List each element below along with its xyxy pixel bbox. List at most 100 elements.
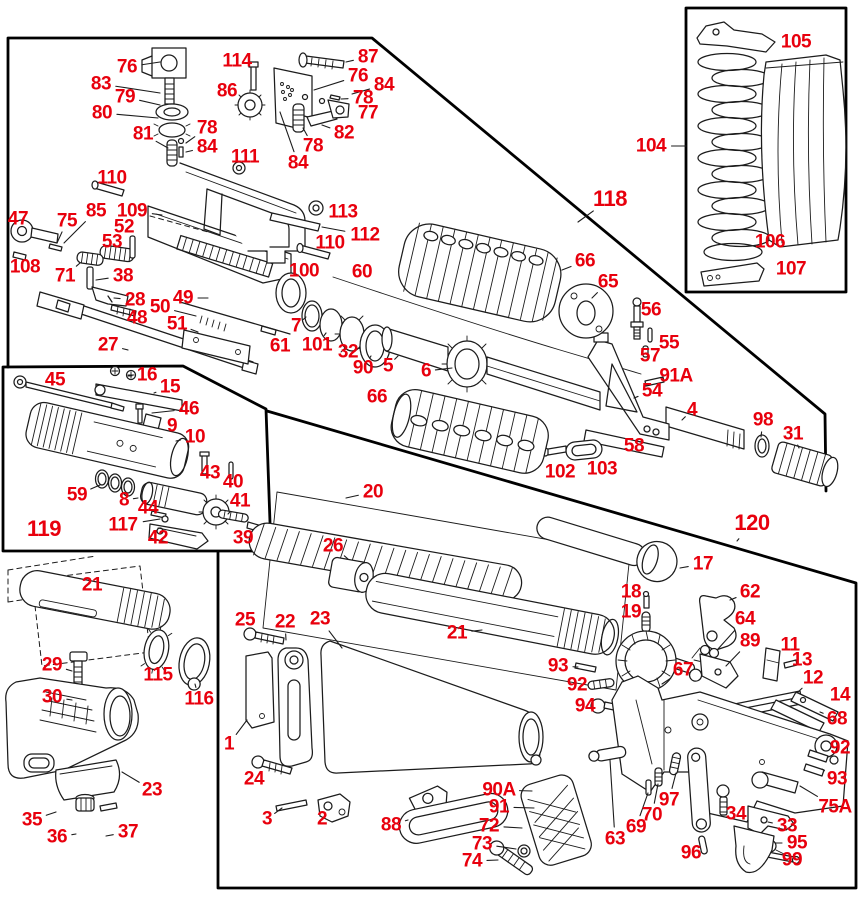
leader-17-97 xyxy=(679,566,689,569)
leader-84-34 xyxy=(279,111,295,153)
leader-82-32 xyxy=(321,124,331,129)
leader-112-36 xyxy=(321,226,346,232)
handguard-cap xyxy=(558,283,614,339)
leader-54-52 xyxy=(633,395,639,399)
handguard-upper xyxy=(398,222,562,323)
butt-plate xyxy=(55,759,121,801)
leader-5-44 xyxy=(394,355,399,360)
sling-loop xyxy=(398,785,509,844)
swivel-bracket xyxy=(317,793,351,823)
leader-78-33 xyxy=(302,127,308,137)
leader-36-88 xyxy=(71,833,77,836)
leader-64-101 xyxy=(717,629,736,650)
sight-leaf xyxy=(306,110,338,127)
leader-83-1 xyxy=(115,85,161,94)
bolt-carrier xyxy=(25,401,190,479)
front-sight-tower xyxy=(587,339,670,441)
magazine-floorplate xyxy=(700,262,765,287)
charging-handle xyxy=(59,297,254,372)
region-borders xyxy=(1,6,858,890)
grip-screw xyxy=(489,840,534,876)
leader-21-93 xyxy=(471,629,483,632)
barrel-nut xyxy=(446,340,488,388)
leader-30-83 xyxy=(66,698,73,701)
receiver-end-plate xyxy=(178,637,211,691)
windage-drum xyxy=(155,103,189,121)
rail-strip xyxy=(269,212,321,232)
leader-7-40 xyxy=(302,316,307,321)
leader-28-20 xyxy=(113,297,121,300)
lower-receiver xyxy=(611,675,849,823)
leader-23-86 xyxy=(121,771,140,783)
crush-washer xyxy=(754,434,770,458)
leader-29-82 xyxy=(65,668,73,672)
leader-93-113 xyxy=(821,768,826,772)
leader-8-74 xyxy=(132,497,139,500)
stock-screw xyxy=(69,651,88,662)
leader-84-29 xyxy=(351,88,371,95)
leader-87-27 xyxy=(345,59,354,63)
leader-26-92 xyxy=(343,555,349,560)
ejection-port-cover xyxy=(181,329,251,365)
leader-67-111 xyxy=(661,677,672,685)
castle-nut xyxy=(140,625,173,674)
leader-4-53 xyxy=(681,416,686,421)
leader-6-45 xyxy=(434,367,453,371)
handguards xyxy=(390,222,614,474)
sight-aperture xyxy=(327,99,350,119)
leader-63-120 xyxy=(609,759,615,828)
magazine-body xyxy=(760,54,847,248)
leader-98-54 xyxy=(760,431,763,438)
disconnector xyxy=(747,805,795,835)
extractor xyxy=(148,523,209,550)
leader-73-118 xyxy=(496,845,517,850)
leader-38-19 xyxy=(95,277,109,281)
leader-70-122 xyxy=(653,783,659,804)
hammer xyxy=(699,595,737,651)
snap-ring xyxy=(319,308,343,342)
front-sight-parts xyxy=(141,47,266,167)
leader-37-89 xyxy=(105,834,114,837)
selector xyxy=(588,745,627,762)
leader-89-102 xyxy=(725,651,741,667)
leader-118-60 xyxy=(577,210,594,223)
bolt xyxy=(139,481,208,516)
bolt-catch xyxy=(699,653,739,689)
upper-receiver xyxy=(91,161,331,336)
barrel-ring-parts xyxy=(275,272,391,368)
safety-lever xyxy=(762,647,781,682)
leader-84-6 xyxy=(185,149,193,153)
pistol-grip xyxy=(520,774,592,866)
leader-15-67 xyxy=(153,391,157,394)
charging-handle-parts xyxy=(10,219,291,375)
buffer-tube xyxy=(19,570,171,630)
flash-hider xyxy=(771,441,839,488)
leader-120-90 xyxy=(736,538,740,542)
leader-85-12 xyxy=(63,221,86,244)
leader-91-116 xyxy=(513,806,535,809)
lower-group-border xyxy=(216,409,858,890)
stock-swivel-plate xyxy=(277,647,313,767)
leader-10-70 xyxy=(175,439,181,442)
leader-71-17 xyxy=(75,262,81,267)
leader-65-47 xyxy=(591,292,598,299)
leader-88-133 xyxy=(404,819,409,822)
sight-spring xyxy=(166,139,178,167)
barrel-chamber xyxy=(385,327,449,372)
leader-66-46 xyxy=(561,265,572,271)
sight-knob xyxy=(237,92,263,118)
firing-pin xyxy=(13,375,27,389)
leader-50-22 xyxy=(174,310,197,317)
leader-116-85 xyxy=(194,683,197,688)
bolt-carrier-parts xyxy=(13,365,272,550)
leader-75A-114 xyxy=(799,785,818,798)
leader-1-129 xyxy=(235,719,248,735)
magazine-follower xyxy=(696,21,776,53)
leader-81-4 xyxy=(155,140,169,149)
sling-swivel xyxy=(565,439,603,461)
leader-76-28 xyxy=(313,79,345,91)
sight-post xyxy=(632,297,642,307)
magazine-spring xyxy=(697,52,771,262)
leader-41-76 xyxy=(227,511,231,515)
